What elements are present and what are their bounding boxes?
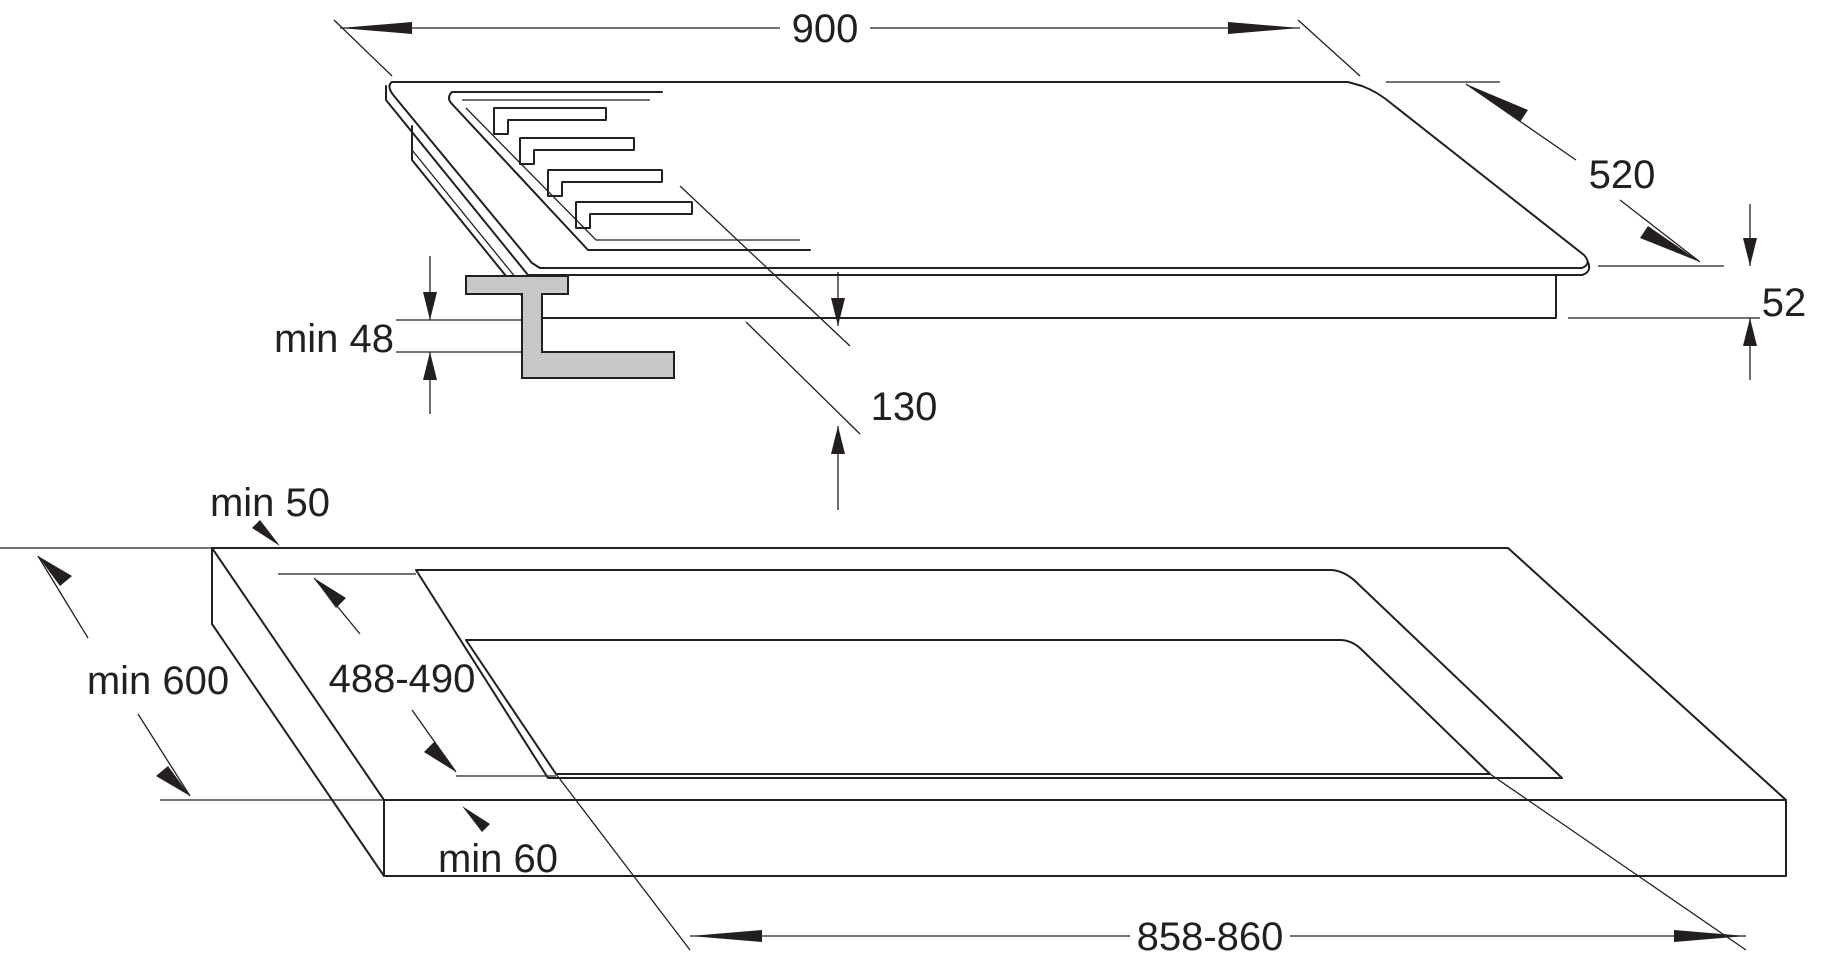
arrow-right: [1674, 930, 1746, 942]
mounting-bracket: [465, 275, 675, 379]
worktop-left-face: [211, 547, 385, 877]
worktop: [211, 547, 1787, 877]
dimension-min-600: min 600: [37, 555, 384, 801]
dimension-min-60: min 60: [438, 806, 558, 881]
arrow-min-50: [252, 520, 280, 546]
arrow-down: [423, 292, 437, 320]
arrow-up: [831, 426, 845, 454]
dimension-488-490: 488-490: [313, 577, 556, 777]
knob-1: [493, 107, 607, 135]
arrow-right: [1228, 22, 1300, 34]
label-min-50: min 50: [210, 481, 330, 525]
arrow-bottom: [1640, 226, 1700, 262]
hob-glass-top: [388, 81, 1589, 269]
dimension-width-900: 900: [333, 7, 1361, 77]
dimension-min-48: min 48: [274, 256, 522, 414]
arrow-down: [831, 298, 845, 326]
cutout-inner: [465, 639, 1491, 775]
label-min-60: min 60: [438, 837, 558, 881]
dimension-depth-520: 520: [1386, 81, 1724, 267]
label-width: 900: [792, 7, 859, 51]
knob-3: [547, 169, 663, 197]
label-height: 52: [1762, 281, 1807, 325]
label-min-600: min 600: [87, 659, 229, 703]
dimension-height-52: 52: [1568, 204, 1806, 380]
knob-2: [519, 137, 635, 165]
hob-glass-edge: [385, 85, 1591, 276]
arrow-bottom: [156, 766, 190, 796]
cutout-outer: [415, 569, 1563, 779]
arrow-down: [1743, 238, 1757, 266]
arrow-left: [690, 930, 762, 942]
arrow-up: [423, 352, 437, 380]
label-488-490: 488-490: [329, 657, 476, 701]
hob-body: [411, 125, 1557, 319]
arrow-min-60: [462, 806, 490, 832]
label-depth: 520: [1589, 153, 1656, 197]
dimension-130: 130: [679, 185, 938, 510]
arrow-top: [314, 578, 346, 608]
arrow-left: [340, 22, 412, 34]
dimension-858-860: 858-860: [555, 773, 1747, 959]
label-130: 130: [871, 385, 938, 429]
hob-control-panel: [448, 91, 811, 251]
label-min-48: min 48: [274, 317, 394, 361]
dimension-min-50: min 50: [0, 481, 416, 575]
arrow-up: [1743, 318, 1757, 346]
hob-knobs: [493, 107, 693, 229]
worktop-front-face: [383, 799, 1787, 877]
hob: [385, 81, 1591, 379]
hob-control-panel-inner: [462, 99, 800, 241]
arrow-bottom: [424, 742, 456, 772]
label-858-860: 858-860: [1137, 915, 1284, 954]
arrow-top: [1466, 84, 1528, 122]
arrow-top: [38, 556, 72, 586]
knob-4: [575, 201, 693, 229]
